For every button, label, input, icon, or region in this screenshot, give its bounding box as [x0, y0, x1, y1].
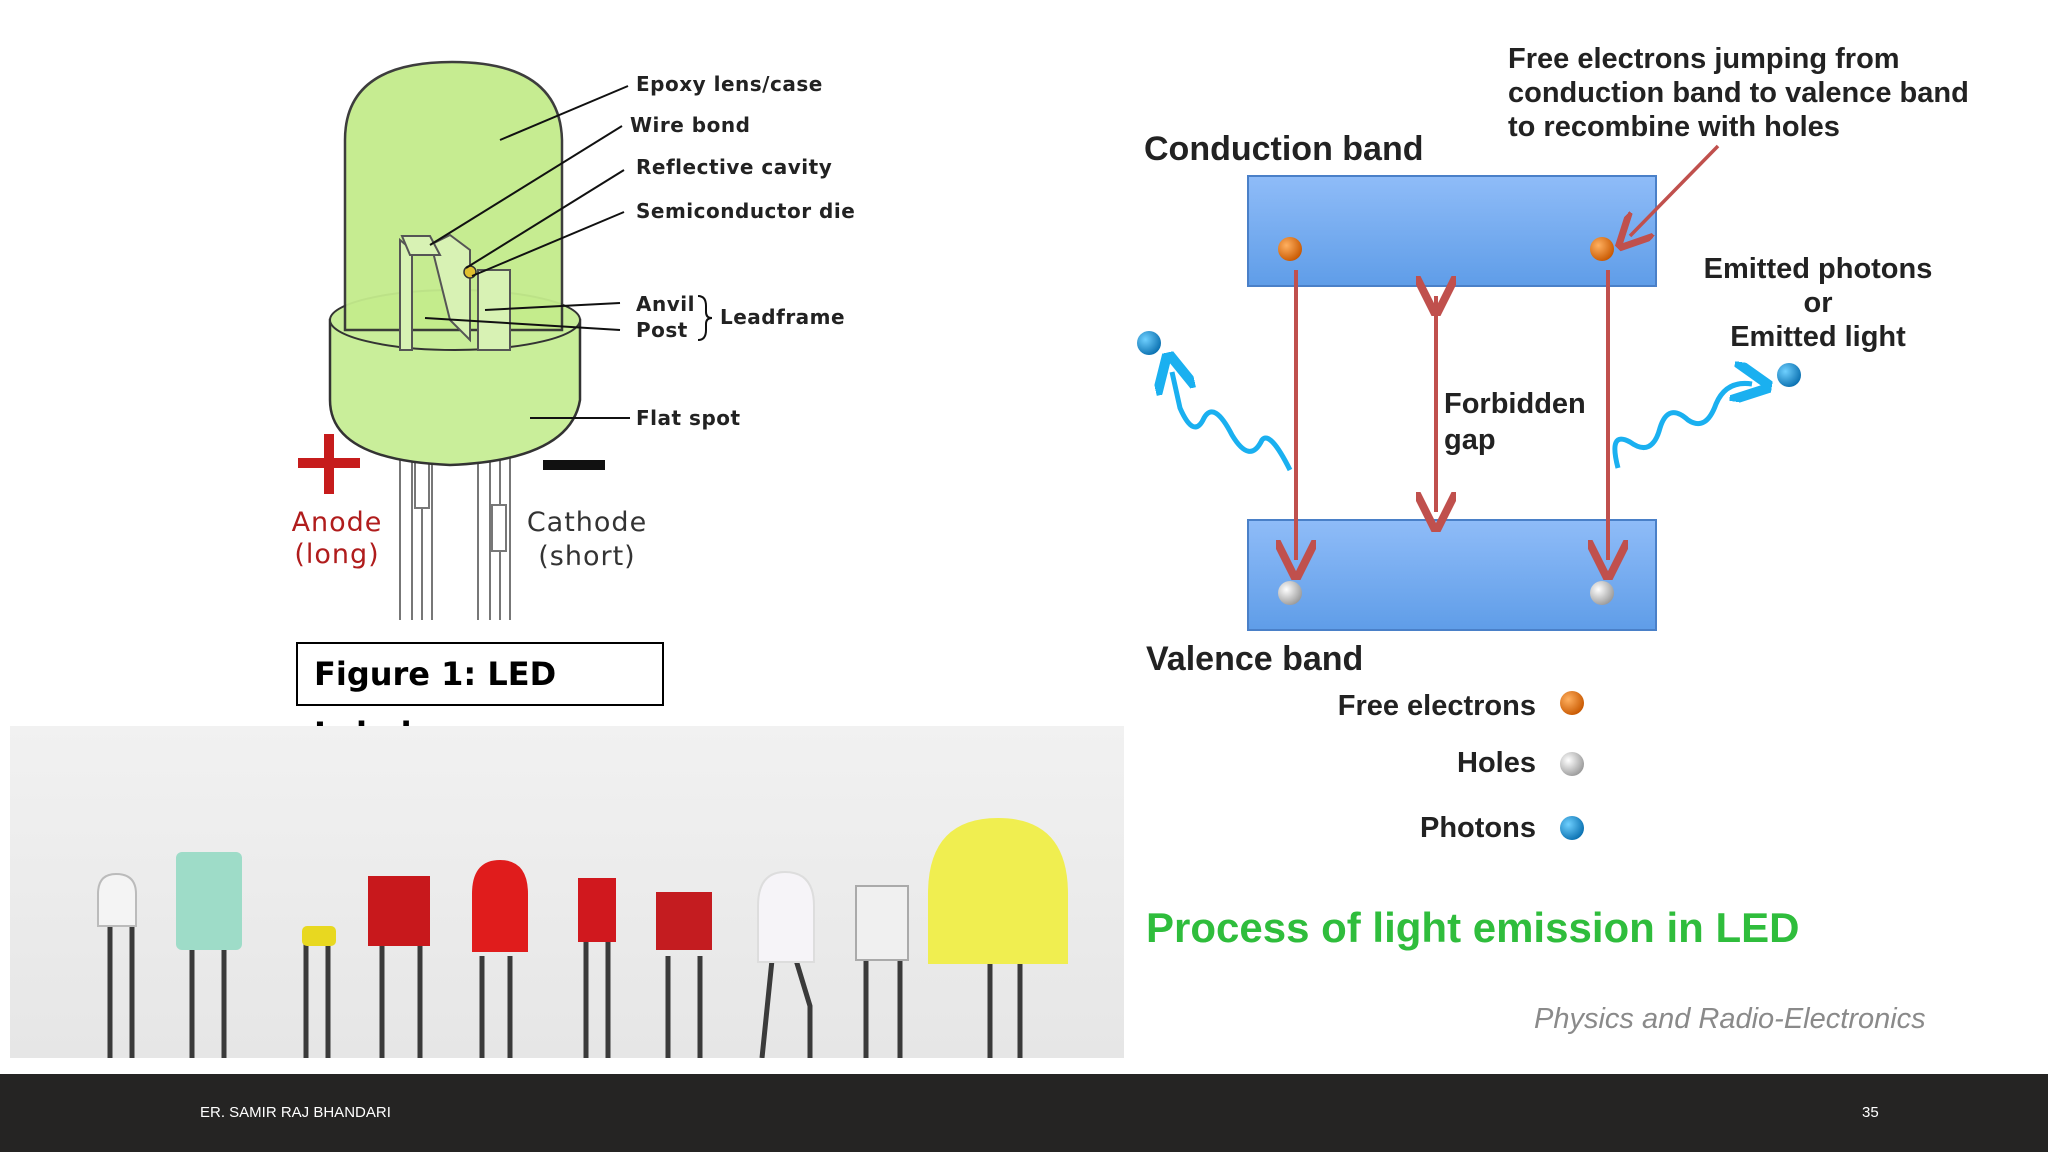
conduction-band-label: Conduction band	[1144, 130, 1424, 168]
label-anvil: Anvil	[636, 292, 695, 316]
led-base-rim	[328, 318, 582, 467]
led-die-dot	[463, 265, 477, 279]
leadframe-brace	[697, 295, 713, 341]
label-flat-spot: Flat spot	[636, 406, 741, 430]
page-number: 35	[1862, 1104, 1879, 1121]
led-mint-square	[176, 852, 242, 950]
forbidden-gap-label: Forbidden gap	[1444, 386, 1586, 458]
process-title: Process of light emission in LED	[1146, 904, 1800, 951]
valence-band-rect	[1247, 519, 1657, 631]
label-wire-bond: Wire bond	[630, 113, 751, 137]
anode-label-line1: Anode	[291, 507, 383, 538]
led-red-flat	[656, 892, 712, 950]
legend-holes: Holes	[1457, 747, 1536, 779]
emitted-light-line1: Emitted photons	[1703, 253, 1933, 285]
legend-electron-dot	[1560, 691, 1584, 715]
led-leader-lines	[424, 85, 630, 419]
emitted-light-line3: Emitted light	[1730, 321, 1906, 353]
photon-wave-left	[1172, 372, 1293, 472]
led-yellow-large	[928, 818, 1068, 964]
recombination-note: Free electrons jumping from conduction b…	[1508, 42, 1969, 144]
recombination-note-line2: conduction band to valence band	[1508, 77, 1969, 109]
led-variety-illustration	[97, 818, 1068, 1058]
label-post: Post	[636, 318, 688, 342]
emitted-light-note: Emitted photons or Emitted light	[1698, 252, 1938, 354]
legend-hole-dot	[1560, 752, 1584, 776]
valence-band-label: Valence band	[1146, 640, 1364, 678]
anode-plus-sign-v	[324, 434, 334, 494]
legend-free-electrons: Free electrons	[1337, 690, 1536, 722]
photon-dot	[1137, 331, 1161, 355]
led-variety-photo	[10, 726, 1124, 1058]
led-white-round	[757, 870, 815, 963]
conduction-band-rect	[1247, 175, 1657, 287]
photon-wave-right	[1612, 383, 1752, 469]
cathode-label-line2: (short)	[538, 541, 636, 572]
anode-label: Anode (long)	[282, 507, 392, 571]
label-epoxy-lens: Epoxy lens/case	[636, 72, 823, 96]
cathode-label-line1: Cathode	[526, 507, 648, 538]
slide-footer: ER. SAMIR RAJ BHANDARI 35	[0, 1074, 2048, 1152]
energy-band-diagram	[1137, 144, 1801, 840]
led-red-square	[368, 876, 430, 946]
label-semiconductor-die: Semiconductor die	[636, 199, 856, 223]
led-red-narrow	[578, 878, 616, 942]
legend-photon-dot	[1560, 816, 1584, 840]
electron-dot	[1590, 237, 1614, 261]
source-credit: Physics and Radio-Electronics	[1534, 1003, 1926, 1035]
label-leadframe: Leadframe	[720, 305, 846, 329]
forbidden-gap-line1: Forbidden	[1444, 388, 1586, 420]
legend-photons: Photons	[1420, 812, 1536, 844]
recombination-note-line1: Free electrons jumping from	[1508, 43, 1900, 75]
emitted-light-line2: or	[1803, 287, 1833, 319]
led-anatomy-diagram	[298, 60, 713, 620]
photon-dot	[1777, 363, 1801, 387]
label-reflective-cavity: Reflective cavity	[636, 155, 833, 179]
led-clear-square	[855, 885, 909, 961]
note-pointer-arrow	[1630, 144, 1720, 236]
electron-dot	[1278, 237, 1302, 261]
led-red-round	[472, 860, 528, 952]
cathode-minus-sign	[543, 460, 605, 470]
footer-author: ER. SAMIR RAJ BHANDARI	[200, 1104, 391, 1121]
led-white-small	[97, 872, 137, 927]
anode-label-line2: (long)	[294, 539, 380, 570]
hole-dot	[1590, 581, 1614, 605]
hole-dot	[1278, 581, 1302, 605]
cathode-label: Cathode (short)	[522, 506, 652, 574]
recombination-note-line3: to recombine with holes	[1508, 111, 1840, 143]
figure-caption: Figure 1: LED Label	[296, 642, 664, 753]
led-yellow-mini	[302, 926, 336, 946]
